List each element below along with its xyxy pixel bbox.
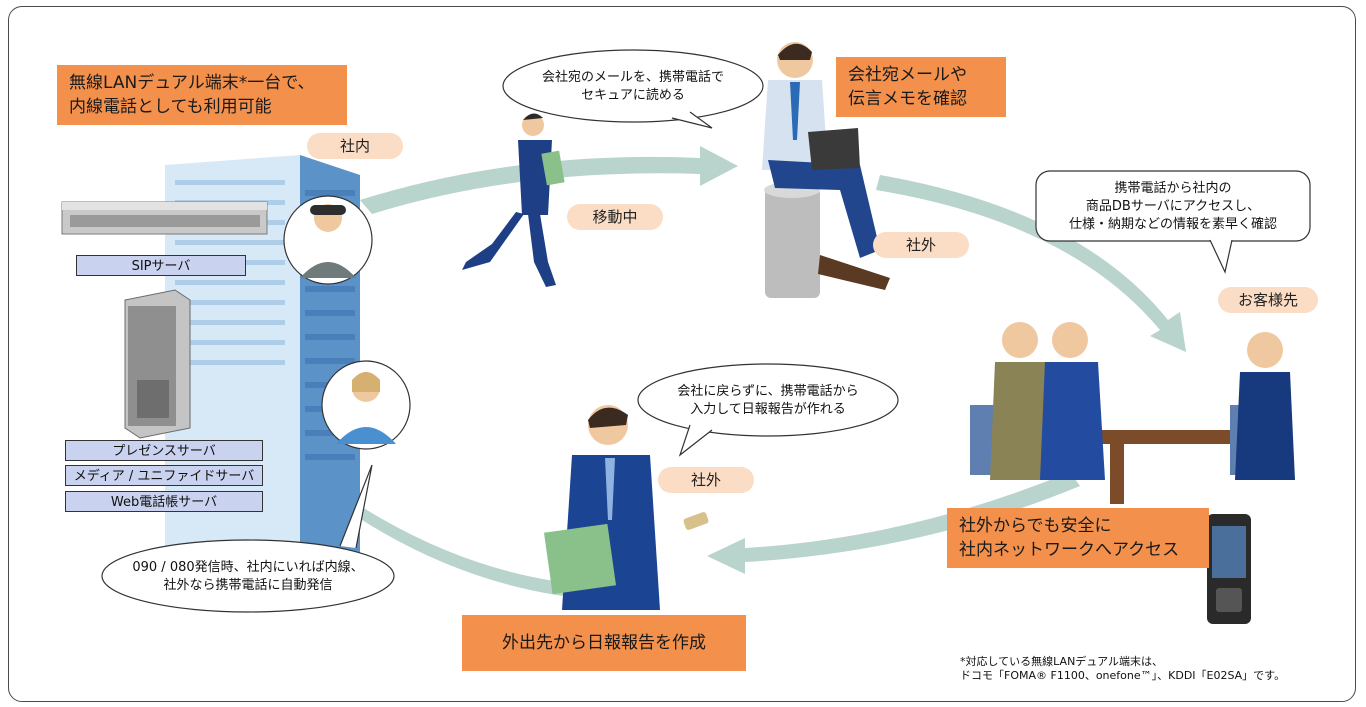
- pill-inside: 社内: [307, 133, 403, 159]
- bubble-mail-text: 会社宛のメールを、携帯電話で セキュアに読める: [503, 69, 763, 105]
- bubble-report-shape: [637, 363, 899, 437]
- mobile-phone: [1207, 514, 1251, 624]
- arrow-inside-to-moving: [360, 146, 738, 214]
- box-company-mail-line2: 伝言メモを確認: [848, 89, 967, 109]
- bubble-db-line3: 仕様・納期などの情報を素早く確認: [1068, 217, 1277, 232]
- sip-server-rack: [61, 201, 268, 235]
- footnote-line1: *対応している無線LANデュアル端末は、: [960, 655, 1163, 668]
- walking-businessman: [462, 113, 565, 287]
- footnote: *対応している無線LANデュアル端末は、 ドコモ「FOMA® F1100、one…: [960, 655, 1350, 683]
- box-wireless-lan-line1: 無線LANデュアル端末*一台で、: [69, 73, 315, 93]
- label-sip-server: SIPサーバ: [76, 255, 246, 276]
- box-daily-report: 外出先から日報報告を作成: [462, 615, 746, 671]
- box-wireless-lan: 無線LANデュアル端末*一台で、 内線電話としても利用可能: [57, 65, 347, 125]
- bubble-report-line2: 入力して日報報告が作れる: [690, 402, 846, 417]
- box-wireless-lan-line2: 内線電話としても利用可能: [69, 97, 272, 117]
- bubble-call-line2: 社外なら携帯電話に自動発信: [163, 578, 333, 593]
- bubble-call-text: 090 / 080発信時、社内にいれば内線、 社外なら携帯電話に自動発信: [102, 559, 394, 595]
- bubble-db-line1: 携帯電話から社内の: [1114, 181, 1232, 196]
- bubble-call-line1: 090 / 080発信時、社内にいれば内線、: [132, 560, 364, 575]
- arrow-outside-to-customer: [876, 175, 1186, 352]
- arrow-customer-to-report: [707, 472, 1080, 574]
- tower-server: [124, 289, 191, 439]
- box-secure-access-line1: 社外からでも安全に: [959, 516, 1112, 536]
- pill-outside-top: 社外: [873, 232, 969, 258]
- bubble-call-shape: [101, 539, 395, 613]
- label-media-server: メディア / ユニファイドサーバ: [65, 465, 263, 486]
- bubble-db-shape: [1035, 170, 1311, 242]
- pill-customer: お客様先: [1218, 287, 1318, 313]
- bubble-db-text: 携帯電話から社内の 商品DBサーバにアクセスし、 仕様・納期などの情報を素早く確…: [1036, 180, 1310, 234]
- box-secure-access-line2: 社内ネットワークへアクセス: [959, 540, 1180, 560]
- box-secure-access: 社外からでも安全に 社内ネットワークへアクセス: [947, 508, 1209, 568]
- box-company-mail-line1: 会社宛メールや: [848, 65, 967, 85]
- bubble-report-line1: 会社に戻らずに、携帯電話から: [677, 384, 859, 399]
- pill-outside-bottom: 社外: [658, 467, 754, 493]
- bubble-mail-shape: [502, 49, 764, 123]
- diagram-frame: [8, 6, 1356, 702]
- footnote-line2: ドコモ「FOMA® F1100、onefone™」、KDDI「E02SA」です。: [960, 669, 1286, 682]
- customer-meeting-scene: [970, 322, 1295, 504]
- pill-moving: 移動中: [567, 204, 663, 230]
- box-company-mail: 会社宛メールや 伝言メモを確認: [836, 57, 1006, 117]
- seated-businessman-laptop: [762, 42, 890, 298]
- label-webbook-server: Web電話帳サーバ: [65, 491, 263, 512]
- portrait-man-phone: [283, 195, 373, 285]
- standing-businessman-phone: [543, 405, 709, 610]
- bubble-mail-line1: 会社宛のメールを、携帯電話で: [541, 70, 724, 85]
- portrait-woman-phone: [321, 360, 411, 450]
- bubble-report-text: 会社に戻らずに、携帯電話から 入力して日報報告が作れる: [638, 383, 898, 419]
- label-presence-server: プレゼンスサーバ: [65, 440, 263, 461]
- bubble-mail-line2: セキュアに読める: [581, 88, 685, 103]
- bubble-db-line2: 商品DBサーバにアクセスし、: [1085, 199, 1261, 214]
